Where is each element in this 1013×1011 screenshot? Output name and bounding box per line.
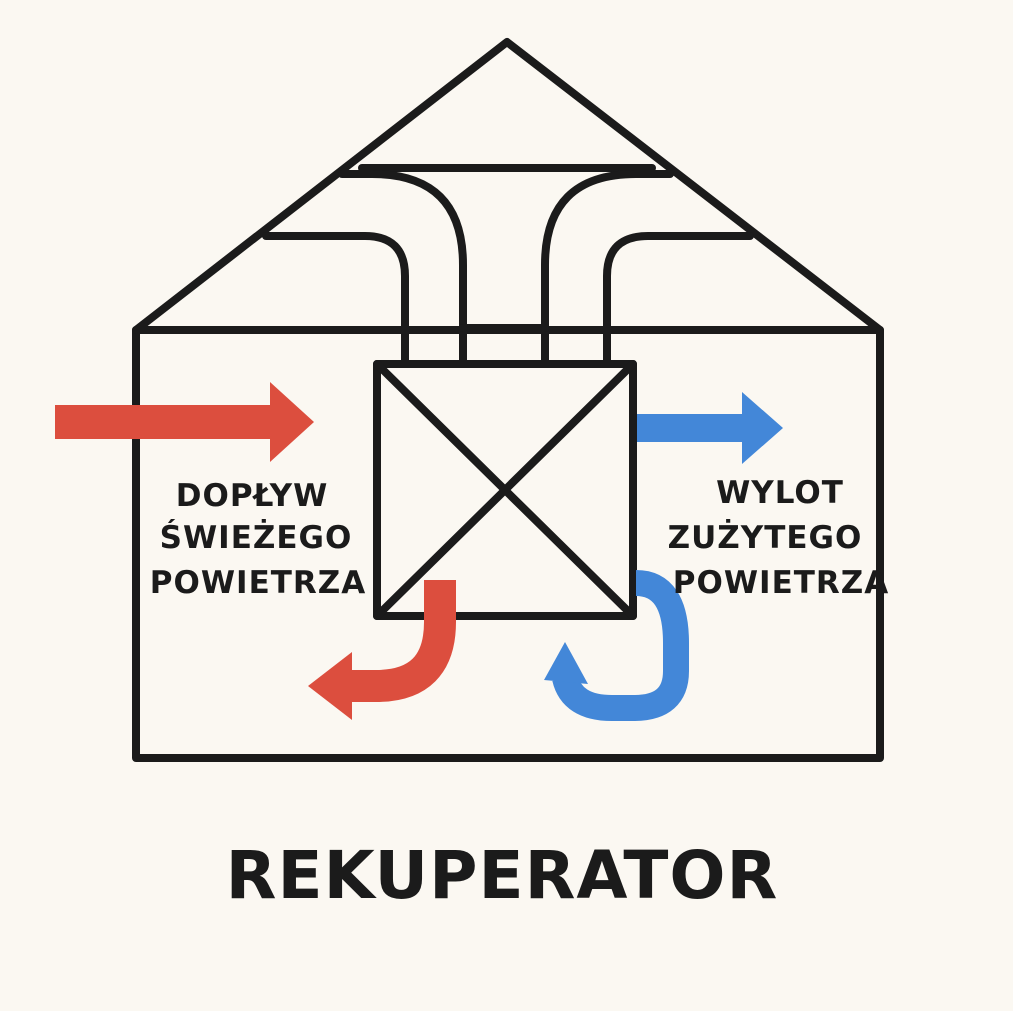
exhaust-extract-arrow-head: [544, 642, 588, 684]
fresh-air-inlet-arrow: [55, 382, 314, 462]
exhaust-label-line-1: WYLOT: [716, 475, 844, 511]
duct-inner-right: [541, 170, 674, 366]
diagram-title: REKUPERATOR: [226, 837, 779, 914]
exhaust-label-line-2: ZUŻYTEGO: [668, 520, 863, 556]
duct-inner-left: [338, 170, 467, 366]
fresh-air-supply-arrow-head: [308, 652, 352, 720]
supply-label-line-3: POWIETRZA: [150, 565, 366, 601]
exhaust-outlet-arrow: [637, 392, 783, 464]
supply-label-line-2: ŚWIEŻEGO: [160, 519, 353, 556]
duct-outer-left: [262, 232, 409, 366]
exhaust-extract-arrow-body: [552, 570, 689, 721]
house-roof-outline: [132, 38, 884, 334]
duct-outer-right: [603, 232, 754, 366]
fresh-air-supply-arrow-body: [352, 580, 456, 702]
supply-label-line-1: DOPŁYW: [176, 478, 329, 514]
heat-exchanger-box: [373, 360, 637, 620]
exhaust-label-line-3: POWIETRZA: [673, 565, 889, 601]
heat-exchanger-diagonal-2: [373, 360, 637, 620]
